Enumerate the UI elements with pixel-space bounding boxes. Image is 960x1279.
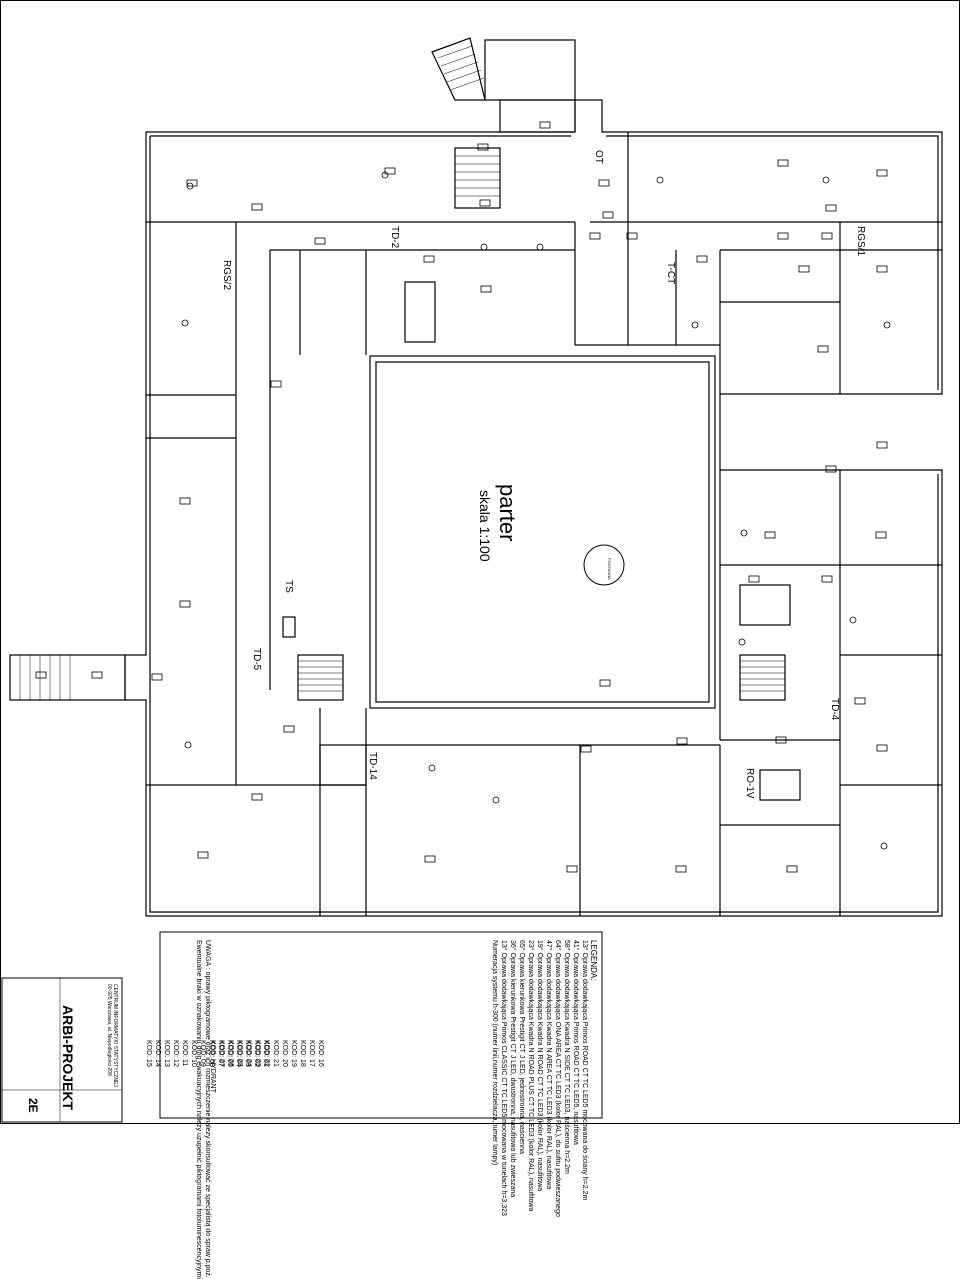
legend-heading: LEGENDA: (589, 940, 598, 981)
legend-code: KOD: 17 (308, 1040, 315, 1067)
tag-td14: TD-14 (367, 752, 378, 780)
legend-note: UWAGA : oprawy piktogramowe oraz ich roz… (204, 940, 211, 1278)
titleblock-investor: CENTRUM INFORMATYKI STATYSTYCZNEJ (112, 984, 118, 1087)
titleblock-address: 00-925 Warszawa, al. Niepodległości 208 (106, 984, 112, 1076)
legend-code: KOD: 13 (163, 1040, 170, 1067)
legend-notes: UWAGA : oprawy piktogramowe oraz ich roz… (194, 940, 212, 1279)
tag-td4: TD-4 (829, 698, 840, 721)
legend-item: 58° Oprawa dodawkająca Kwadra N SIDE CT … (563, 940, 570, 1174)
legend-code: KOD: 12 (172, 1040, 179, 1067)
luminaires (35, 121, 891, 873)
titleblock-firm: ARBI-PROJEKT (60, 1005, 76, 1111)
fountain-label: FONTANNA (607, 558, 612, 580)
legend-item: 19° Oprawa dodawkająca Kwadra N ROAD CT … (536, 940, 543, 1192)
legend-code: KOD: 19 (290, 1040, 297, 1067)
legend: LEGENDA: 13° Oprawa dodawkająca Primos R… (490, 940, 598, 1217)
floor-plan (0, 0, 960, 1124)
legend-note: Ewentualne braki w oznakowaniu dróg ewak… (195, 940, 202, 1279)
tag-ot: OT (593, 150, 604, 164)
legend-item: 41° Oprawa dodawkająca Primos ROAD CT TC… (572, 940, 579, 1145)
legend-code: KOD: 18 (299, 1040, 306, 1067)
legend-code: KOD: 15 (145, 1040, 152, 1067)
legend-code: KOD: 21 (272, 1040, 279, 1067)
tag-td2: TD-2 (389, 226, 400, 249)
legend-item: Numeracja systemu h-300 (numer linii,num… (491, 940, 498, 1166)
legend-code: KOD: 26 (227, 1040, 234, 1067)
stair-treads (19, 45, 785, 700)
legend-code: KOD: 24 (245, 1040, 252, 1067)
tag-tct: T-CT (665, 262, 676, 285)
legend-item: 65° Oprawa kierunkowa Prestigit CT J LED… (518, 940, 525, 1154)
legend-item: 36° Oprawa kierunkowa Prestigit CT J LED… (509, 940, 516, 1198)
drawing-scale: skala 1:100 (477, 490, 493, 562)
tag-td5: TD-5 (251, 648, 262, 671)
titleblock: CENTRUM INFORMATYKI STATYSTYCZNEJ 00-925… (106, 984, 118, 1087)
legend-item: 13° Oprawa dodawkająca Primos CLASSIC CT… (500, 940, 507, 1216)
tag-ro1v: RO-1V (744, 768, 755, 799)
legend-item: 64° Oprawa dodawkająca ONA AREA CT TC LE… (554, 940, 561, 1217)
legend-code: KOD: 22 (263, 1040, 270, 1067)
legend-code: KOD: 27 (218, 1040, 225, 1067)
tag-rgs2: RGS/2 (221, 260, 232, 291)
tag-ts: TS (283, 580, 294, 593)
legend-item: 13° Oprawa dodawkająca Primos ROAD CT TC… (581, 940, 588, 1201)
building-walls (9, 37, 943, 917)
legend-code: KOD: 25 (236, 1040, 243, 1067)
legend-code: KOD: 16 (317, 1040, 324, 1067)
tag-rgs1: RGS/1 (855, 226, 866, 257)
legend-code: KOD: 20 (281, 1040, 288, 1067)
legend-item: 23° Oprawa dodawkająca Kwadra N ROAD PLU… (527, 940, 534, 1212)
titleblock-sheet: 2E (26, 1098, 40, 1113)
legend-code: KOD: 14 (154, 1040, 161, 1067)
fountain-symbol (583, 544, 625, 586)
legend-code: KOD: 11 (181, 1040, 188, 1067)
drawing-title: parter (495, 484, 520, 542)
legend-item: 47° Oprawa dodawkająca Kwadra N AREA CT … (545, 940, 552, 1190)
legend-code: KOD: 23 (254, 1040, 261, 1067)
legend-codes-b: KOD: 16 KOD: 17 KOD: 18 KOD: 19 KOD: 20 … (208, 1040, 325, 1093)
